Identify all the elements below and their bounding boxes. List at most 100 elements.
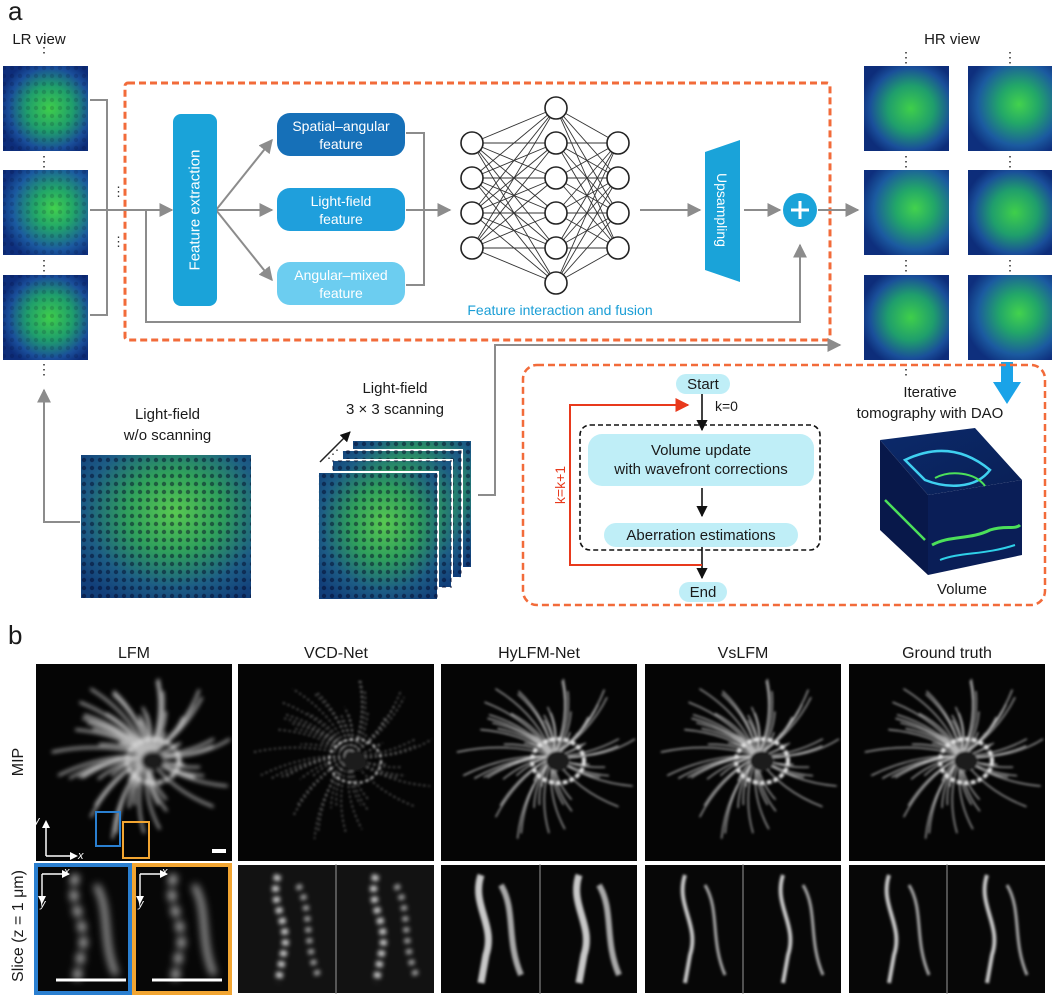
svg-text:⋮: ⋮	[899, 153, 913, 169]
slice-structure	[272, 873, 419, 984]
svg-text:⋮: ⋮	[112, 234, 125, 249]
nn-edge	[471, 212, 557, 249]
nn-node	[606, 201, 630, 225]
microscopy-grid	[34, 664, 1045, 995]
k-increment-label: k=k+1	[552, 465, 568, 505]
slice-dividers	[335, 864, 948, 994]
mip-cell-structure	[864, 678, 1044, 839]
lr-view-images: ⋮ ⋮ ⋮ ⋮	[3, 39, 88, 377]
svg-text:⋮: ⋮	[37, 153, 51, 169]
feature-extraction-block: Feature extraction	[173, 114, 217, 306]
lf-wo-scanning-image	[81, 455, 251, 598]
lfm-annotations	[42, 811, 226, 860]
volume-update-line2: with wavefront corrections	[614, 461, 788, 478]
mip-panel-bg	[36, 664, 232, 861]
inset2-y-label: y	[138, 898, 144, 910]
col-title-hylfm-net: HyLFM-Net	[498, 645, 580, 662]
nn-edge	[555, 212, 619, 284]
slice-inset-frames	[34, 863, 232, 995]
nn-node	[460, 236, 484, 260]
nn-edge	[471, 142, 557, 249]
feature-extraction-label: Feature extraction	[186, 149, 203, 271]
slice-structure	[680, 874, 825, 984]
slice-structure	[884, 874, 1029, 984]
fusion-label: Feature interaction and fusion	[467, 302, 653, 318]
svg-text:⋮: ⋮	[37, 39, 51, 55]
svg-text:⋮: ⋮	[1003, 257, 1017, 273]
mip-cell-structure	[253, 678, 433, 839]
mip-cell-structure	[51, 678, 231, 839]
slice-structure	[475, 873, 622, 984]
hr-view-label: HR view	[924, 31, 980, 48]
nn-edge	[555, 247, 619, 284]
nn-edge	[555, 142, 619, 249]
aberration-box: Aberration estimations	[604, 523, 798, 547]
col-title-vcd-net: VCD-Net	[303, 645, 368, 662]
nn-node	[606, 166, 630, 190]
mip-cell-structure	[660, 678, 840, 839]
svg-text:⋮: ⋮	[899, 49, 913, 65]
light-field-feature-line1: Light-field	[310, 192, 372, 209]
angular-mixed-line2: feature	[319, 284, 363, 301]
lr-view-label: LR view	[12, 31, 66, 48]
mip-cell-structure	[456, 678, 636, 839]
mip-panel-bg	[238, 664, 434, 861]
svg-text:⋮: ⋮	[1003, 49, 1017, 65]
nn-edge	[555, 142, 619, 214]
nn-edge	[471, 177, 557, 249]
lf-scanning-stack: ⋰	[317, 431, 473, 601]
nn-edge	[555, 107, 619, 144]
neural-network-graph	[471, 107, 619, 284]
panel-a-letter: a	[8, 0, 23, 26]
inset2-x-label: x	[162, 866, 168, 878]
panel-b-letter: b	[8, 620, 23, 650]
svg-text:⋮: ⋮	[899, 361, 913, 377]
nn-node	[606, 236, 630, 260]
nn-node	[544, 201, 568, 225]
hr-view-images: ⋮ ⋮ ⋮ ⋮ ⋮ ⋮ ⋮	[864, 49, 1052, 377]
svg-text:⋰: ⋰	[327, 447, 339, 461]
nn-node	[544, 271, 568, 295]
iterative-line2: tomography with DAO	[856, 405, 1004, 422]
col-title-vslfm: VsLFM	[717, 645, 769, 662]
mip-panel-bg	[849, 664, 1045, 861]
mip-panel-bg	[441, 664, 637, 861]
nn-node	[544, 236, 568, 260]
spatial-angular-line2: feature	[319, 135, 363, 152]
inset1-y-label: y	[40, 898, 46, 910]
lf-wo-line2: w/o scanning	[123, 427, 212, 444]
col-title-ground-truth: Ground truth	[902, 645, 992, 662]
nn-node	[544, 166, 568, 190]
nn-node	[544, 96, 568, 120]
volume-update-line1: Volume update	[650, 442, 752, 459]
nn-edge	[471, 247, 557, 284]
end-node: End	[679, 582, 727, 602]
nn-edge	[471, 107, 557, 249]
angular-mixed-line1: Angular–mixed	[294, 266, 388, 283]
svg-text:⋮: ⋮	[112, 184, 125, 199]
svg-text:⋮: ⋮	[899, 257, 913, 273]
nn-node	[460, 131, 484, 155]
spatial-angular-line1: Spatial–angular	[292, 117, 390, 134]
nn-node	[460, 201, 484, 225]
neural-network-nodes	[460, 96, 630, 295]
nn-node	[544, 131, 568, 155]
svg-text:⋮: ⋮	[1003, 153, 1017, 169]
svg-text:⋮: ⋮	[37, 361, 51, 377]
nn-node	[460, 166, 484, 190]
diagram-a-graphics: ⋮ ⋮ ⋮ ⋮ ⋮ ⋮ ⋮ ⋮ ⋮ ⋮ ⋮ ⋮ ⋮	[3, 39, 1052, 607]
lf-scan-line2: 3 × 3 scanning	[346, 401, 444, 418]
col-title-lfm: LFM	[118, 645, 150, 662]
nn-node	[606, 131, 630, 155]
nn-edge	[555, 142, 619, 179]
start-node: Start	[676, 374, 730, 394]
volume-update-box: Volume update with wavefront corrections	[588, 434, 814, 486]
nn-edge	[471, 107, 557, 214]
k0-label: k=0	[715, 398, 738, 414]
